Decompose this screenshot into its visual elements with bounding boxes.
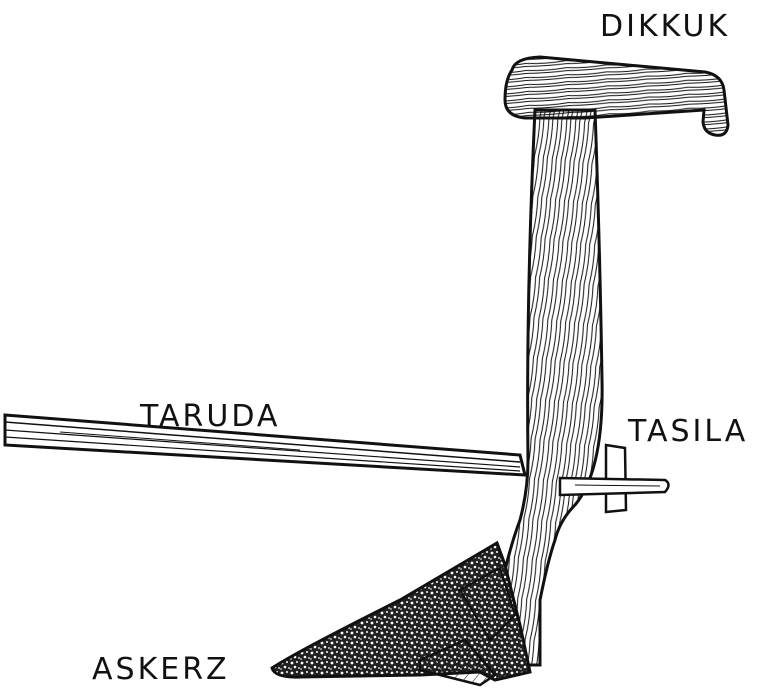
label-dikkuk: DIKKUK xyxy=(600,12,730,42)
stilt xyxy=(495,110,602,665)
share-askerz xyxy=(272,543,530,685)
label-taruda: TARUDA xyxy=(140,402,280,432)
label-tasila: TASILA xyxy=(628,417,748,447)
label-askerz: ASKERZ xyxy=(92,655,230,685)
